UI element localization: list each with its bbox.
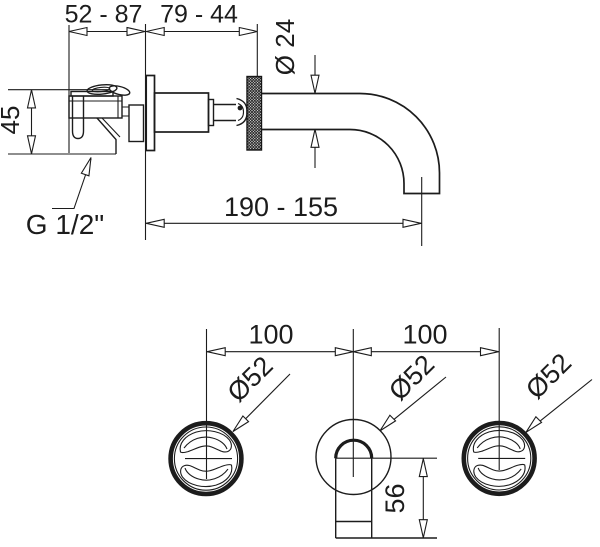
dimension-spout-reach: 190 - 155 xyxy=(145,192,422,228)
dim-label-spout-rosette-diameter: Ø52 xyxy=(383,349,440,406)
stem xyxy=(213,103,236,122)
dim-label-left-handle-diameter: Ø52 xyxy=(221,350,278,407)
faucet-side-profile xyxy=(145,74,441,195)
diameter-callout-right-handle: Ø52 xyxy=(520,347,593,436)
arrowhead xyxy=(479,347,500,357)
handle-screw xyxy=(237,105,243,111)
arrowhead xyxy=(310,128,320,148)
arrowhead xyxy=(145,26,165,37)
dim-label-spacing-right: 100 xyxy=(402,320,447,350)
body-chamfer xyxy=(96,117,117,154)
arrowhead xyxy=(238,26,258,37)
dim-label-spout-reach: 190 - 155 xyxy=(224,192,338,222)
handle-grip-upper xyxy=(179,430,232,454)
cartridge-cap xyxy=(70,90,114,97)
handle-joint xyxy=(236,97,248,127)
knurled-handle xyxy=(246,75,263,151)
lever-handle xyxy=(86,83,118,96)
wall-passage-pipe xyxy=(128,104,145,143)
thread-label: G 1/2" xyxy=(26,209,104,240)
spout-tube xyxy=(335,458,373,538)
wall-flange xyxy=(145,74,156,152)
leader-line xyxy=(52,158,92,210)
handle-grip-lower xyxy=(180,464,233,488)
dimension-spout-drop: 56 xyxy=(380,458,428,539)
arrowhead xyxy=(418,458,428,478)
cartridge-block xyxy=(68,95,123,119)
dimension-spout-diameter: Ø 24 xyxy=(270,19,320,168)
dim-label-right-handle-diameter: Ø52 xyxy=(520,347,577,404)
left-handle-front xyxy=(168,420,244,497)
inlet-tube xyxy=(71,96,85,140)
arrowhead xyxy=(418,519,428,539)
arrowhead xyxy=(334,347,354,357)
arrowhead xyxy=(68,26,88,37)
right-handle-front xyxy=(461,420,537,497)
dim-label-wall-to-handle: 79 - 44 xyxy=(160,1,238,29)
dim-label-body-height: 45 xyxy=(0,106,25,135)
handle-ring xyxy=(168,420,244,497)
faucet-body xyxy=(153,92,210,133)
spout-rosette xyxy=(315,418,392,496)
front-view: 100 100 Ø52 Ø52 Ø52 xyxy=(168,320,593,539)
lever-knob xyxy=(108,85,131,96)
side-view: 52 - 87 79 - 44 Ø 24 45 xyxy=(0,1,441,246)
dim-label-spout-diameter: Ø 24 xyxy=(270,19,300,75)
arrowhead xyxy=(26,135,37,155)
handle-grip-lower xyxy=(473,463,526,487)
arrowhead xyxy=(80,155,96,177)
arrowhead xyxy=(310,74,320,94)
arrowhead xyxy=(26,89,37,109)
dimension-body-height: 45 xyxy=(0,89,37,155)
stem-collar xyxy=(207,98,215,127)
dimension-wall-to-handle: 79 - 44 xyxy=(145,1,258,37)
dim-label-spacing-left: 100 xyxy=(248,320,293,350)
handle-ring xyxy=(461,420,537,497)
arrowhead xyxy=(206,347,226,357)
diameter-callout-left-handle: Ø52 xyxy=(221,350,291,435)
dimension-handle-spacing: 100 100 xyxy=(206,320,500,357)
thread-callout: G 1/2" xyxy=(26,155,104,240)
dim-label-spout-drop: 56 xyxy=(380,483,410,513)
arrowhead xyxy=(402,218,422,228)
spout-tube-bend xyxy=(334,438,374,459)
diameter-callout-spout-rosette: Ø52 xyxy=(376,349,447,435)
handle-grip-upper xyxy=(472,429,526,453)
spout-front xyxy=(315,418,437,539)
arrowhead xyxy=(352,347,372,357)
spout xyxy=(261,92,441,195)
concealed-valve-body xyxy=(68,83,145,154)
arrowhead xyxy=(145,218,165,228)
dim-label-concealed-depth: 52 - 87 xyxy=(65,1,143,29)
arrowhead xyxy=(126,26,146,37)
arrowhead xyxy=(229,415,250,435)
dimension-concealed-depth: 52 - 87 xyxy=(65,1,146,37)
